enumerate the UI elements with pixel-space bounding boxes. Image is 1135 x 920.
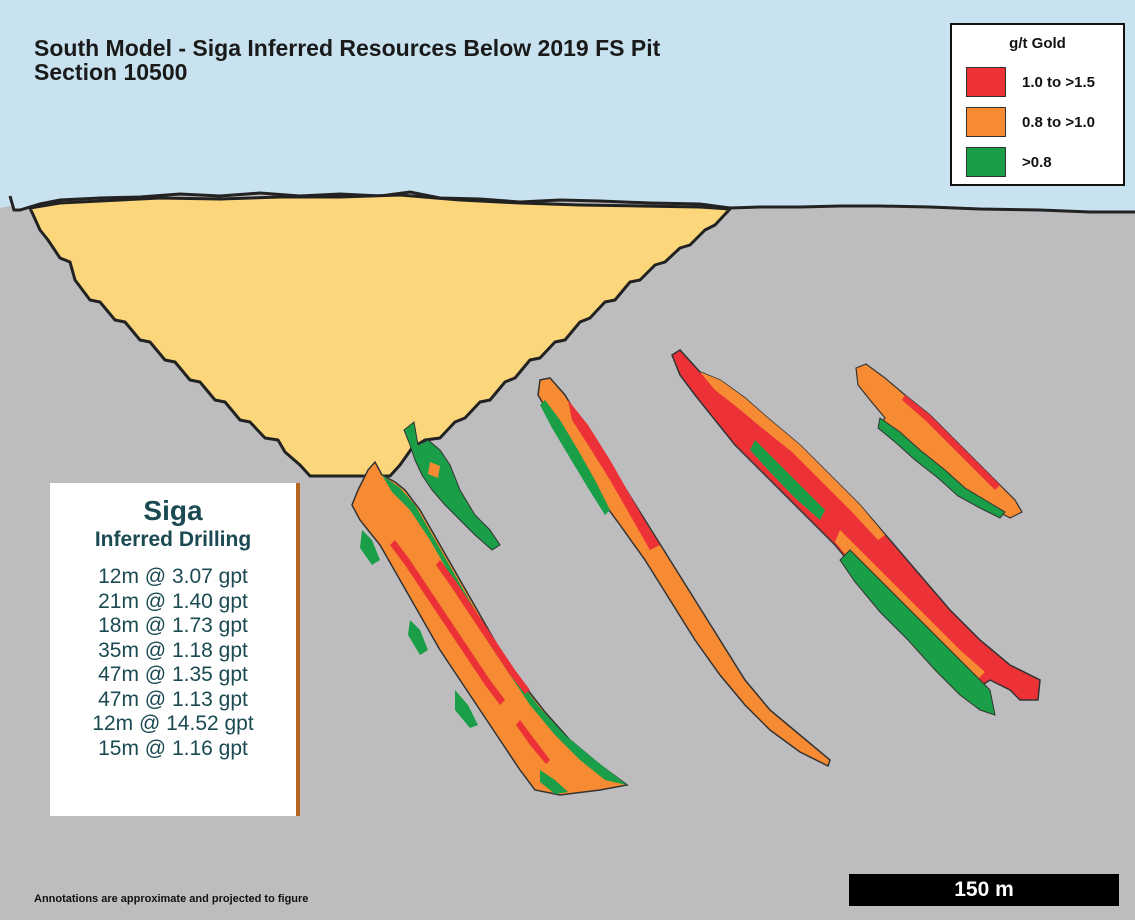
legend-title: g/t Gold — [1009, 35, 1066, 52]
legend-label-low: >0.8 — [1022, 153, 1052, 171]
legend-swatch-low — [966, 147, 1006, 177]
small-vein-orange-dot — [428, 462, 440, 478]
drill-intercept: 35m @ 1.18 gpt — [98, 638, 248, 662]
siga-vein-green-margin — [382, 475, 627, 785]
legend-label-mid: 0.8 to >1.0 — [1022, 113, 1095, 131]
drill-intercept: 15m @ 1.16 gpt — [98, 736, 248, 760]
legend-swatch-mid — [966, 107, 1006, 137]
drill-intercept: 12m @ 14.52 gpt — [92, 712, 254, 735]
small-right-vein-red — [902, 395, 1000, 490]
surface-line — [8, 190, 1135, 214]
info-subtitle: Inferred Drilling — [94, 528, 252, 551]
middle-vein-green-band — [540, 400, 610, 515]
siga-vein-green-blob-3 — [455, 690, 478, 728]
legend-item-high: 1.0 to >1.5 — [966, 65, 1095, 99]
footnote: Annotations are approximate and projecte… — [34, 893, 309, 905]
siga-vein-green-blob-4 — [540, 770, 568, 794]
siga-vein-red-streak-1 — [390, 540, 505, 705]
drill-intercept: 21m @ 1.40 gpt — [98, 589, 248, 613]
title-line-2: Section 10500 — [34, 59, 188, 85]
siga-vein-red-streak-2 — [436, 560, 530, 694]
siga-vein-body-orange — [351, 460, 629, 796]
sky-area — [0, 0, 1135, 212]
siga-vein-red-streak-3 — [516, 720, 550, 764]
legend-item-mid: 0.8 to >1.0 — [966, 105, 1095, 139]
large-vein-orange-edge — [700, 372, 885, 540]
drill-intercept: 47m @ 1.13 gpt — [98, 687, 248, 711]
drill-intercept: 18m @ 1.73 gpt — [98, 614, 248, 637]
large-vein-green-lower — [839, 549, 996, 716]
legend-label-high: 1.0 to >1.5 — [1022, 73, 1095, 91]
legend: g/t Gold 1.0 to >1.5 0.8 to >1.0 >0.8 — [950, 23, 1125, 186]
small-right-vein-green — [877, 417, 1006, 519]
middle-vein-red-band — [568, 400, 660, 550]
drilling-info-box: Siga Inferred Drilling 12m @ 3.07 gpt 21… — [50, 483, 300, 816]
large-vein-orange-lower — [835, 530, 985, 682]
siga-vein-green-blob-2 — [408, 620, 428, 655]
info-title: Siga — [143, 495, 203, 526]
figure-title: South Model - Siga Inferred Resources Be… — [34, 36, 660, 84]
title-line-1: South Model - Siga Inferred Resources Be… — [34, 35, 661, 61]
pit-outline — [28, 193, 732, 478]
small-green-vein — [403, 421, 501, 551]
legend-item-low: >0.8 — [966, 145, 1052, 179]
drill-intercept: 47m @ 1.35 gpt — [98, 663, 248, 686]
legend-swatch-high — [966, 67, 1006, 97]
scale-bar: 150 m — [849, 874, 1119, 906]
siga-vein-green-blob-1 — [360, 530, 380, 565]
large-vein-green-upper — [750, 440, 825, 520]
drill-intercept: 12m @ 3.07 gpt — [98, 565, 248, 588]
